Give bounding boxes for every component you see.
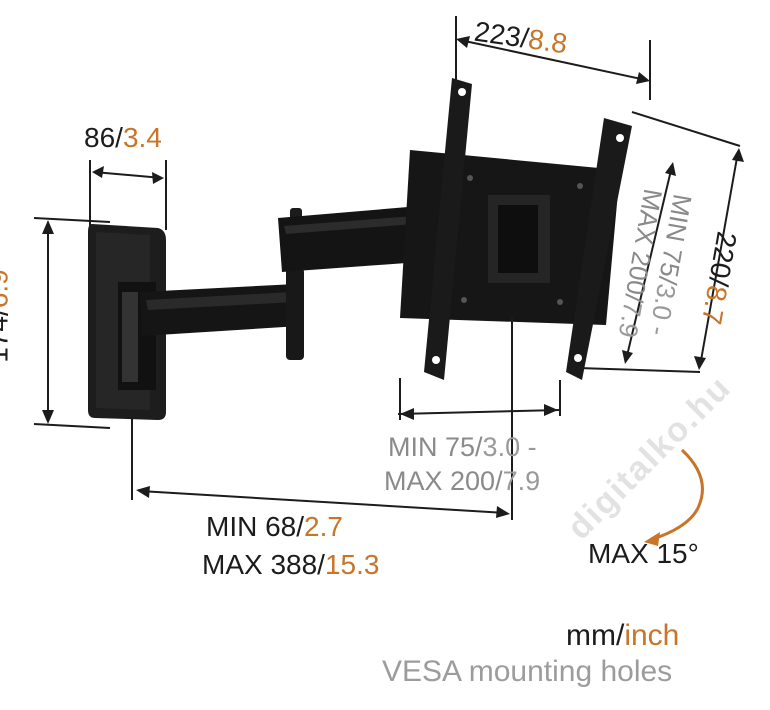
tilt-label: MAX 15°: [588, 538, 699, 569]
wall-distance-label: MIN 68/2.7 MAX 388/15.3: [202, 511, 380, 580]
dimension-lines: [33, 16, 744, 520]
vesa-legend: VESA mounting holes: [382, 655, 673, 688]
unit-legend: mm/inch: [566, 619, 680, 652]
wall-plate-height-label: 174/6.9: [0, 269, 14, 363]
upper-arm: [278, 206, 420, 272]
vesa-horizontal-label: MIN 75/3.0 - MAX 200/7.9: [384, 432, 541, 496]
wall-plate-width-label: 86/3.4: [84, 122, 162, 153]
tilt-arrow: [644, 448, 704, 546]
tv-plate: [400, 78, 632, 380]
